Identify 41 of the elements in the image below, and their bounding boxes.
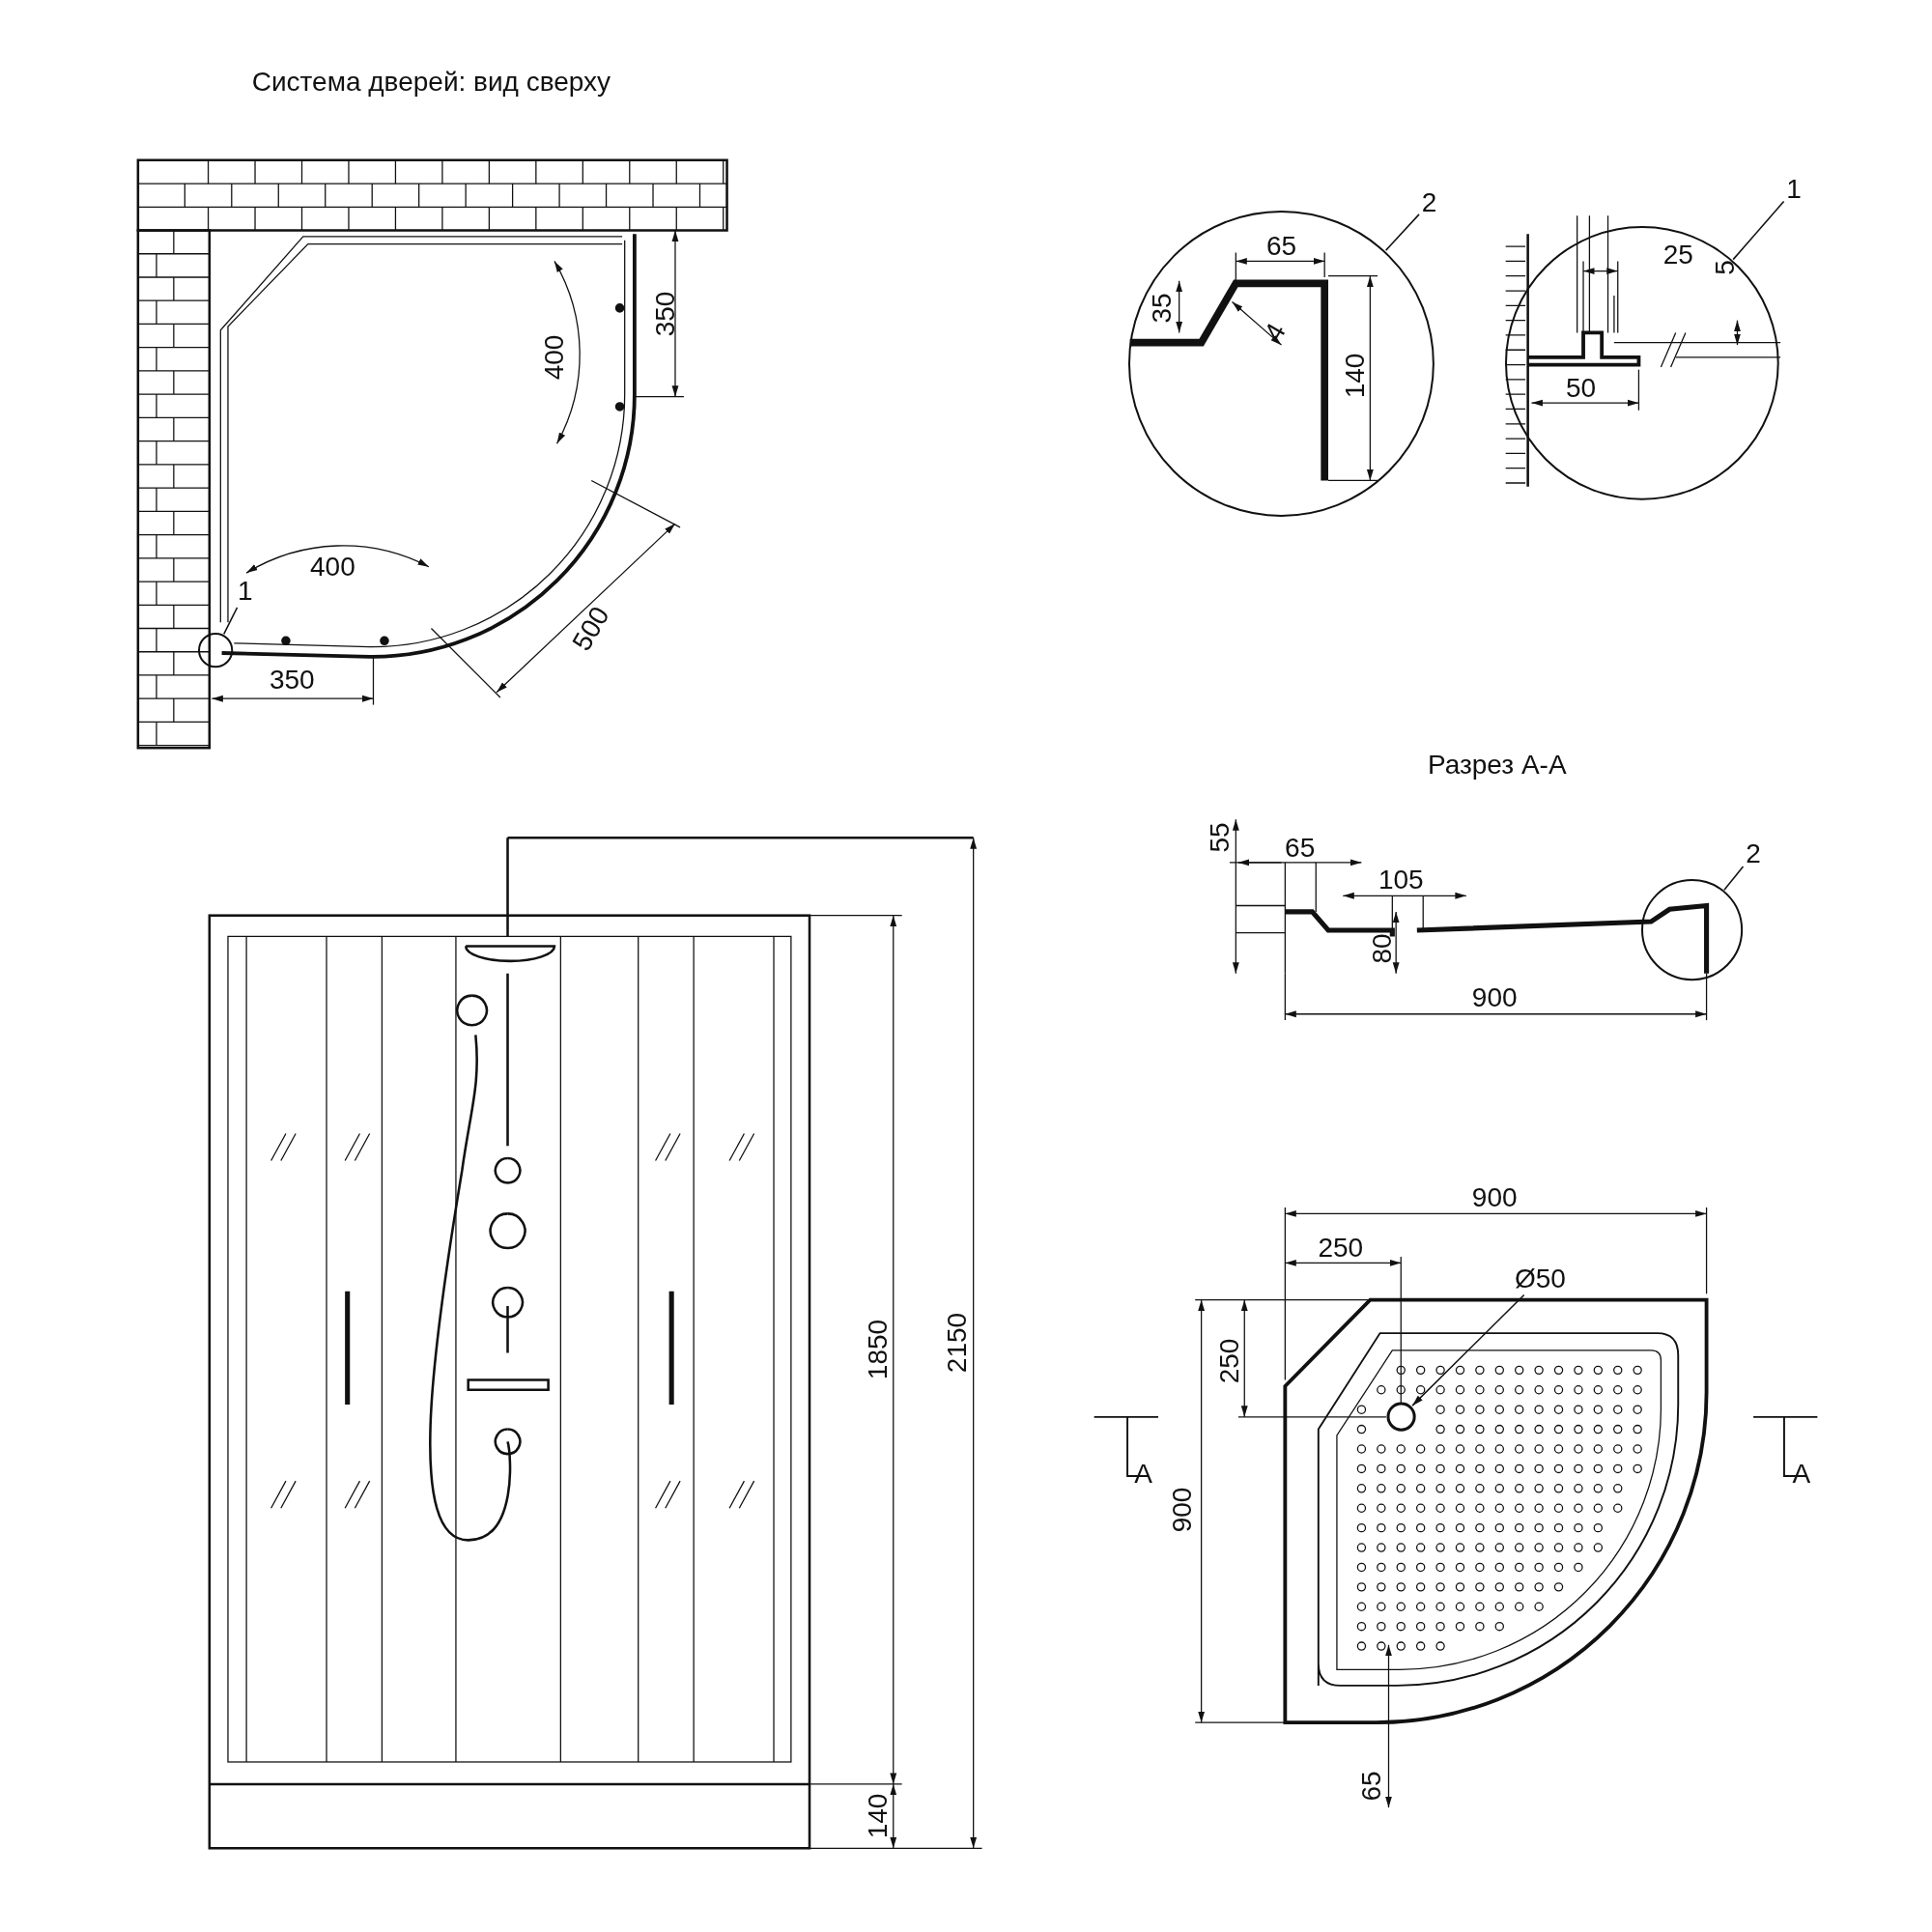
section-letter: A <box>1792 1460 1811 1488</box>
dimension-value: 2150 <box>944 1313 972 1374</box>
dimension-value: 250 <box>1215 1339 1243 1384</box>
dimension-value: 350 <box>651 291 679 337</box>
dimension-value: 65 <box>1265 233 1297 261</box>
detail-circle <box>197 632 235 669</box>
section-letter: A <box>1134 1460 1152 1488</box>
dimension-value: 35 <box>1148 293 1176 324</box>
dimension-value: 400 <box>310 553 355 581</box>
detail-circle <box>1639 878 1744 982</box>
dimension-value: 400 <box>540 334 568 381</box>
leader-line <box>1384 213 1420 251</box>
callout-number: 1 <box>238 578 253 606</box>
dimension-value: 80 <box>1369 933 1397 964</box>
dimension-value: 105 <box>1378 866 1424 894</box>
leader-line <box>1732 200 1785 261</box>
leader-line <box>1411 1293 1525 1406</box>
dimension-value: 140 <box>865 1793 893 1839</box>
dimension-value: 500 <box>568 602 615 655</box>
dimension-value: 900 <box>1169 1487 1197 1532</box>
leader-line <box>1723 866 1745 892</box>
dimension-value: 55 <box>1206 822 1234 853</box>
dimension-value: 350 <box>269 667 315 695</box>
drain-hole <box>1384 1401 1417 1434</box>
callout-number: 2 <box>1746 839 1761 867</box>
dimension-value: 900 <box>1471 984 1518 1012</box>
dimension-value: 5 <box>1711 260 1739 275</box>
callout-number: Ø50 <box>1514 1264 1566 1293</box>
heading: Система дверей: вид сверху <box>251 69 611 97</box>
callout-number: 2 <box>1421 189 1437 217</box>
dimension-value: 140 <box>1342 353 1370 399</box>
heading: Разрез А-А <box>1427 752 1567 780</box>
dimension-value: 1850 <box>865 1319 893 1379</box>
dimension-value: 25 <box>1662 242 1693 269</box>
dimension-value: 65 <box>1357 1771 1385 1803</box>
dimension-value: 250 <box>1318 1235 1364 1263</box>
dimension-value: 65 <box>1285 834 1316 862</box>
callout-number: 1 <box>1786 176 1802 204</box>
dimension-value: 900 <box>1471 1183 1518 1211</box>
leader-line <box>223 607 239 636</box>
dimension-value: 50 <box>1565 374 1597 402</box>
